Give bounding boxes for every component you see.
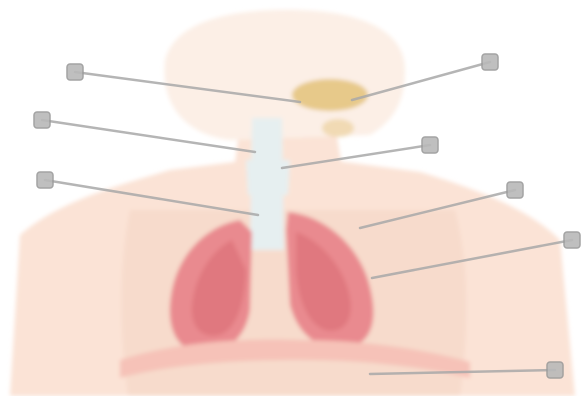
label-6-marker — [507, 182, 523, 198]
label-8-marker — [547, 362, 563, 378]
label-2-marker — [34, 112, 50, 128]
label-5-marker — [422, 137, 438, 153]
label-1-marker — [67, 64, 83, 80]
label-3-marker — [37, 172, 53, 188]
head — [164, 10, 405, 140]
larynx — [246, 160, 290, 195]
nasal-cavity — [292, 79, 368, 111]
oral-cavity — [322, 119, 354, 137]
label-4-marker — [482, 54, 498, 70]
label-7-marker — [564, 232, 580, 248]
